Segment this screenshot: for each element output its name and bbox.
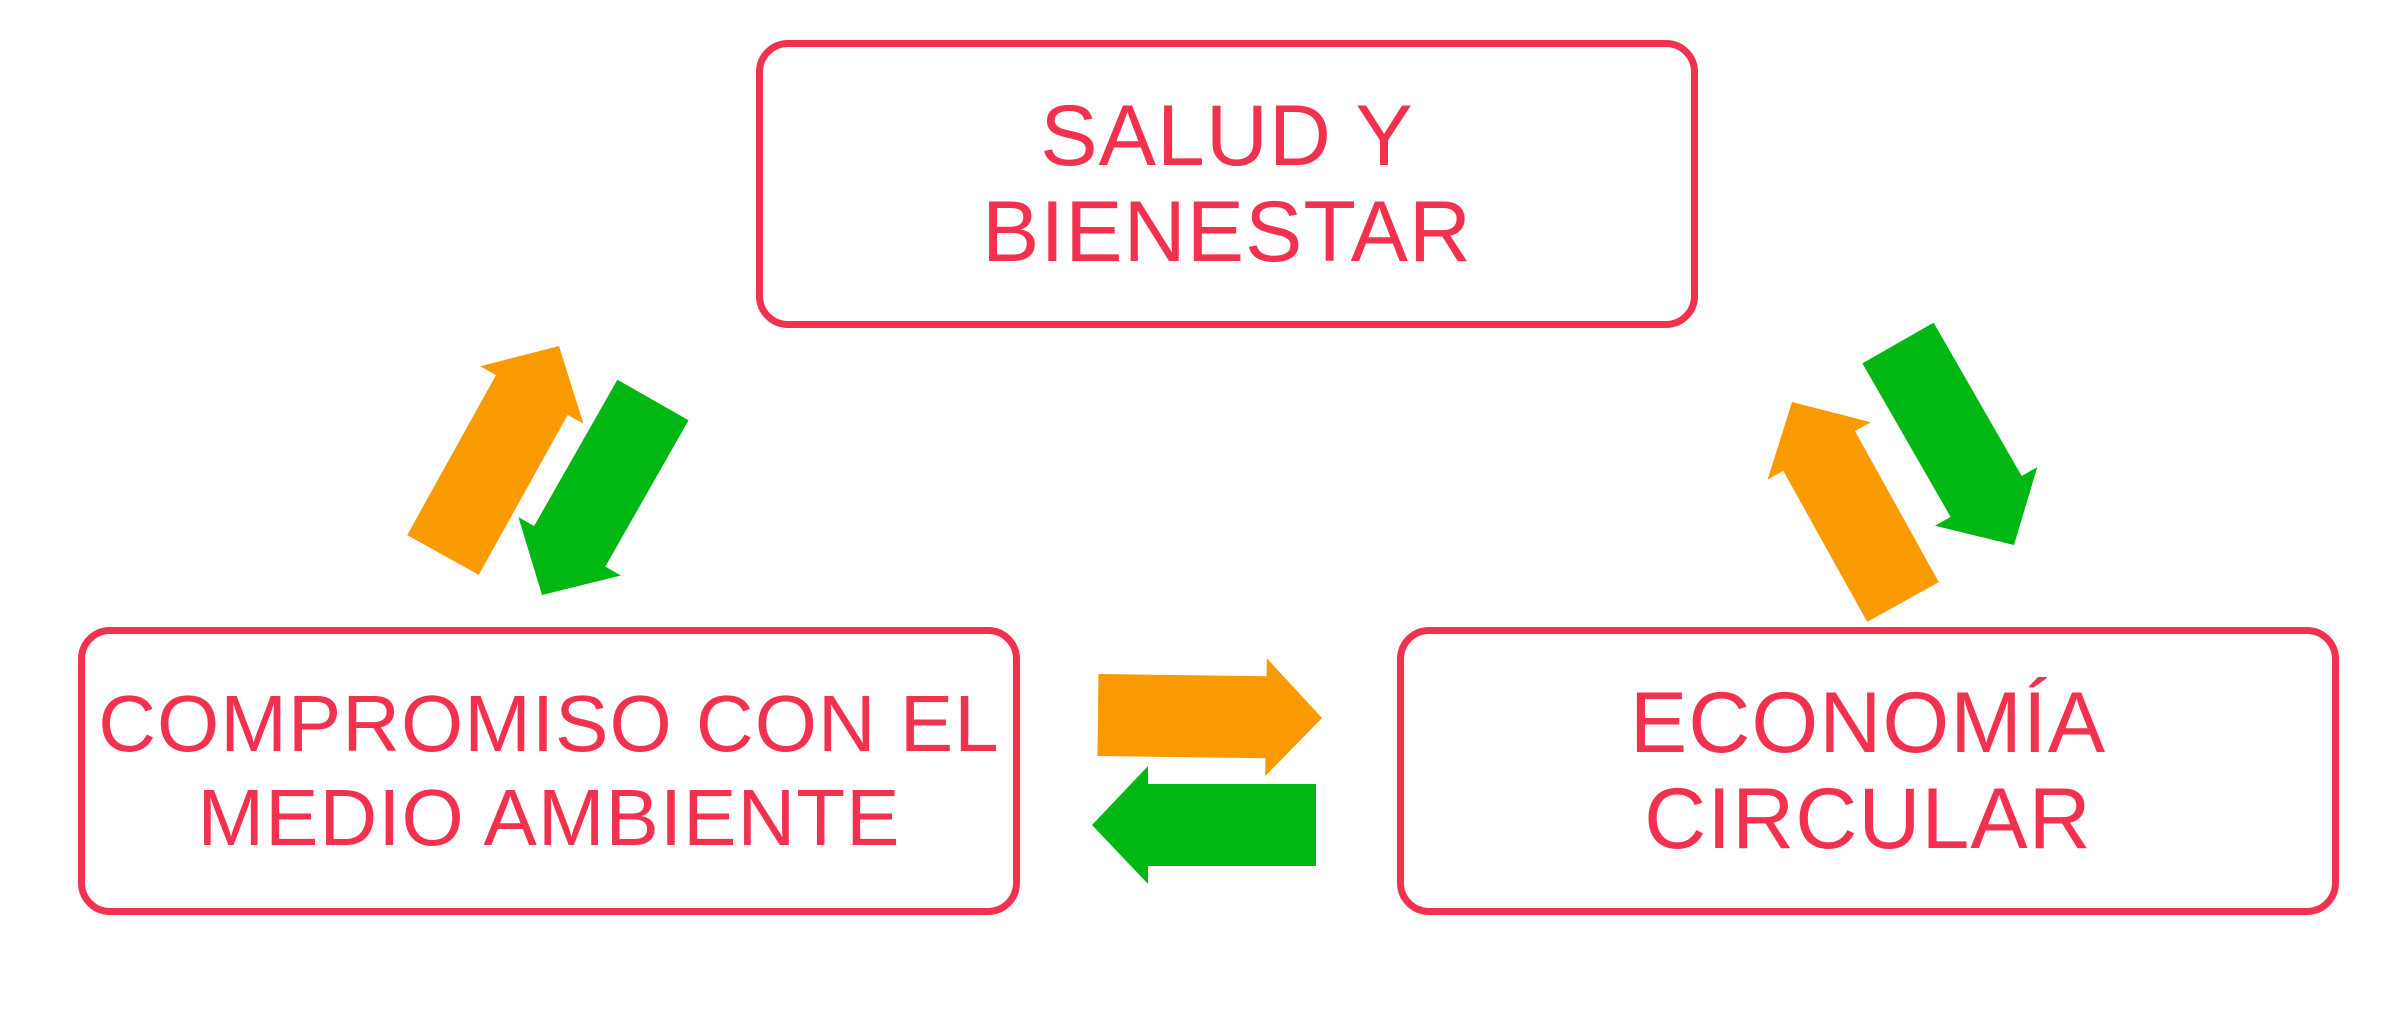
node-salud-y-bienestar: SALUD Y BIENESTAR: [756, 40, 1698, 328]
arrow-health-to-economy: [1862, 322, 2038, 545]
node-label-salud-y-bienestar: SALUD Y BIENESTAR: [981, 88, 1473, 280]
arrow-environment-to-health: [407, 346, 584, 575]
arrow-environment-to-economy: [1097, 658, 1322, 777]
node-label-compromiso-medio-ambiente: COMPROMISO CON EL MEDIO AMBIENTE: [98, 679, 1000, 862]
arrow-health-to-environment: [518, 379, 689, 595]
arrow-economy-to-health: [1767, 402, 1939, 622]
node-label-economia-circular: ECONOMÍA CIRCULAR: [1629, 675, 2107, 867]
node-economia-circular: ECONOMÍA CIRCULAR: [1397, 627, 2339, 915]
node-compromiso-medio-ambiente: COMPROMISO CON EL MEDIO AMBIENTE: [78, 627, 1020, 915]
arrow-economy-to-environment: [1092, 766, 1316, 884]
